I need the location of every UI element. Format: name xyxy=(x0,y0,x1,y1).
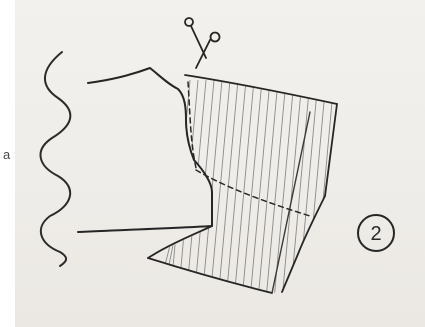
scissors-icon xyxy=(185,18,220,68)
step-number: 2 xyxy=(370,223,381,245)
panel-lower-left xyxy=(148,226,212,258)
garment-outline xyxy=(78,68,212,232)
panel-inner-edge xyxy=(272,112,310,293)
shaded-cut-area xyxy=(156,80,342,300)
wavy-line xyxy=(41,52,71,266)
step-number-badge: 2 xyxy=(358,215,394,251)
panel-right-lower xyxy=(282,196,325,292)
